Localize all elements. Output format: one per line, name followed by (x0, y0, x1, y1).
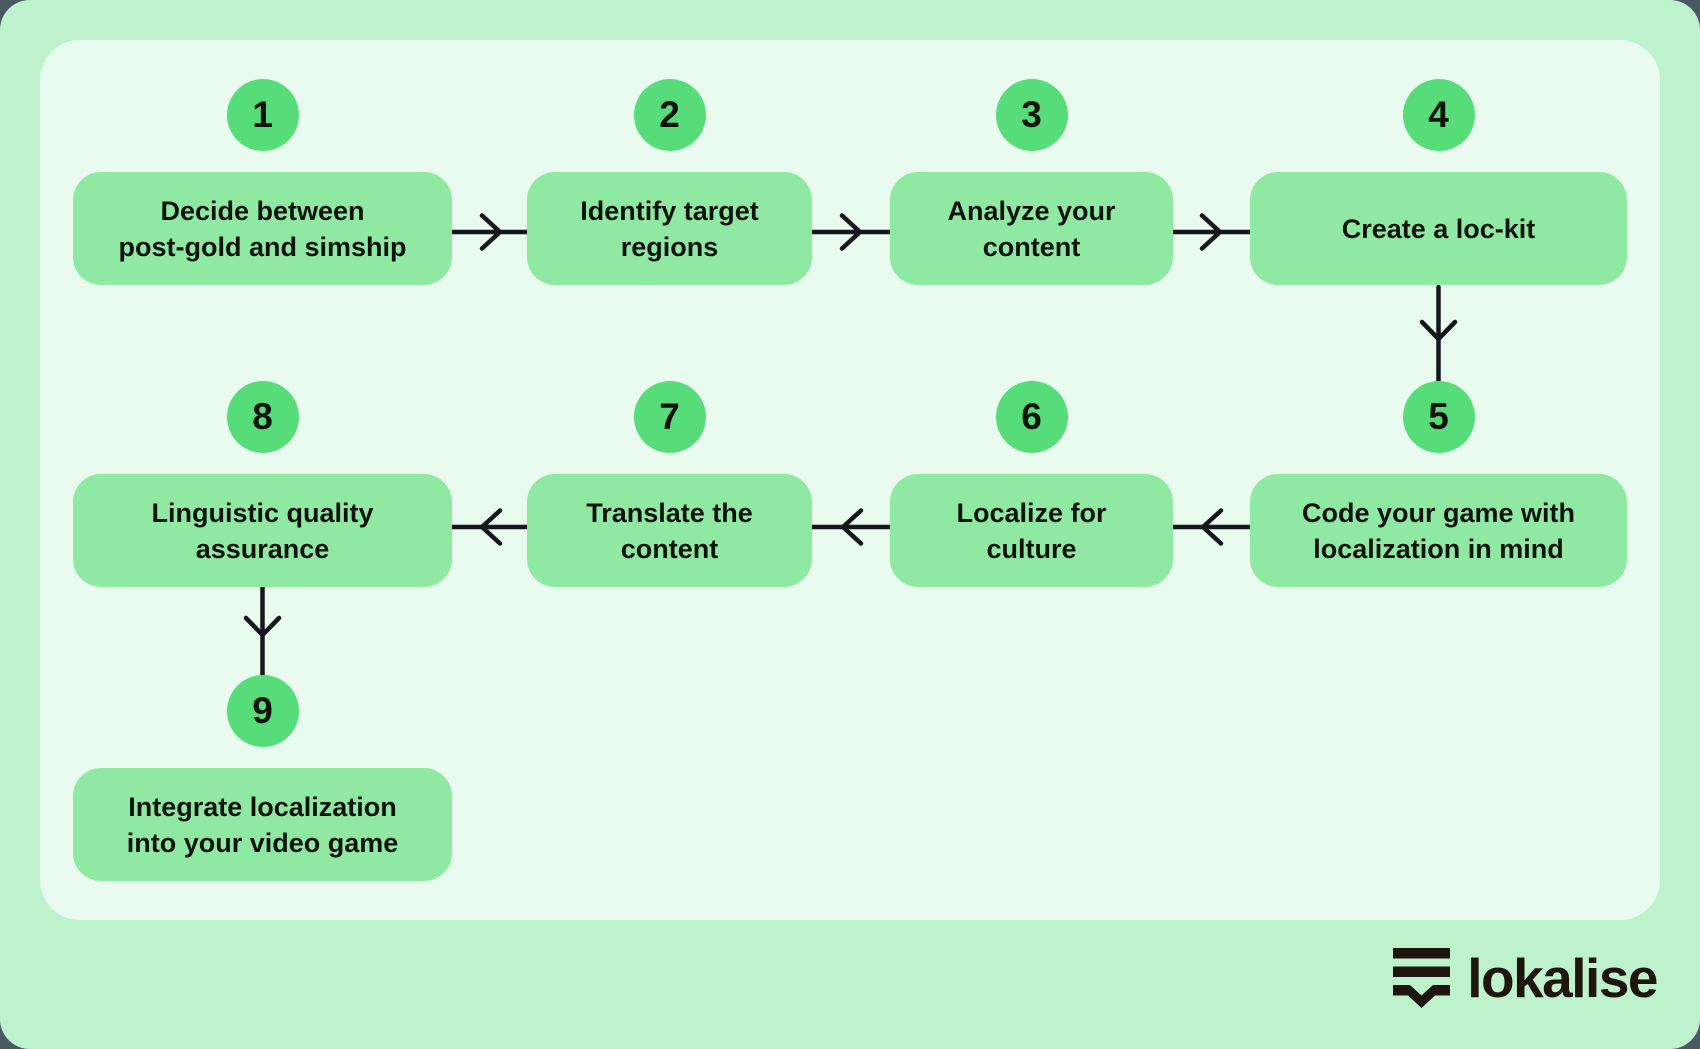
step-1-label: Decide between (160, 195, 365, 226)
step-6-number: 6 (1021, 396, 1042, 437)
step-3-label: Analyze your (947, 195, 1116, 226)
step-9-number: 9 (252, 690, 273, 731)
step-6-box: Localize for culture (890, 474, 1173, 587)
step-8-box: Linguistic quality assurance (73, 474, 452, 587)
step-7-number: 7 (659, 396, 680, 437)
step-8-number: 8 (252, 396, 273, 437)
step-2-number-badge: 2 (633, 79, 706, 151)
step-2-number: 2 (659, 94, 680, 135)
step-3-label-line2: content (982, 231, 1081, 262)
step-5-label: Code your game with (1301, 497, 1576, 528)
step-2-box: Identify target regions (527, 172, 812, 285)
step-6-label: Localize for (956, 497, 1107, 528)
step-8-label: Linguistic quality (151, 497, 374, 528)
step-1-box: Decide between post-gold and simship (73, 172, 452, 285)
step-8-label-line2: assurance (195, 533, 330, 564)
step-1-label-line2: post-gold and simship (118, 231, 407, 262)
lokalise-wordmark: lokalise (1467, 947, 1658, 1009)
step-7-box: Translate the content (527, 474, 812, 587)
step-8-number-badge: 8 (226, 381, 299, 453)
step-9-label-line2: into your video game (126, 827, 399, 858)
step-6-label-line2: culture (986, 533, 1077, 564)
step-4: 4 Create a loc-kit (1250, 79, 1627, 285)
step-9-number-badge: 9 (226, 675, 299, 747)
step-7-label: Translate the (586, 497, 753, 528)
step-2-label-line2: regions (620, 231, 719, 262)
step-3-number-badge: 3 (995, 79, 1068, 151)
step-5-number: 5 (1428, 396, 1449, 437)
step-2-label: Identify target (580, 195, 759, 226)
step-7: 7 Translate the content (527, 381, 812, 587)
step-5-label-line2: localization in mind (1313, 533, 1564, 564)
step-9-box: Integrate localization into your video g… (73, 768, 452, 881)
step-4-number-badge: 4 (1402, 79, 1475, 151)
step-3: 3 Analyze your content (890, 79, 1173, 285)
step-7-number-badge: 7 (633, 381, 706, 453)
step-5: 5 Code your game with localization in mi… (1250, 381, 1627, 587)
step-8: 8 Linguistic quality assurance (73, 381, 452, 587)
step-1: 1 Decide between post-gold and simship (73, 79, 452, 285)
step-9-label: Integrate localization (128, 791, 397, 822)
step-1-number: 1 (252, 94, 273, 135)
step-4-box: Create a loc-kit (1250, 172, 1627, 285)
step-6-number-badge: 6 (995, 381, 1068, 453)
step-2: 2 Identify target regions (527, 79, 812, 285)
step-3-box: Analyze your content (890, 172, 1173, 285)
step-5-box: Code your game with localization in mind (1250, 474, 1627, 587)
step-5-number-badge: 5 (1402, 381, 1475, 453)
lokalise-logo: lokalise (1393, 947, 1658, 1009)
step-3-number: 3 (1021, 94, 1042, 135)
step-4-number: 4 (1428, 94, 1449, 135)
step-1-number-badge: 1 (226, 79, 299, 151)
step-9: 9 Integrate localization into your video… (73, 675, 452, 881)
lokalise-mark-icon (1393, 948, 1451, 1008)
step-6: 6 Localize for culture (890, 381, 1173, 587)
step-4-label: Create a loc-kit (1341, 213, 1536, 244)
step-7-label-line2: content (620, 533, 719, 564)
